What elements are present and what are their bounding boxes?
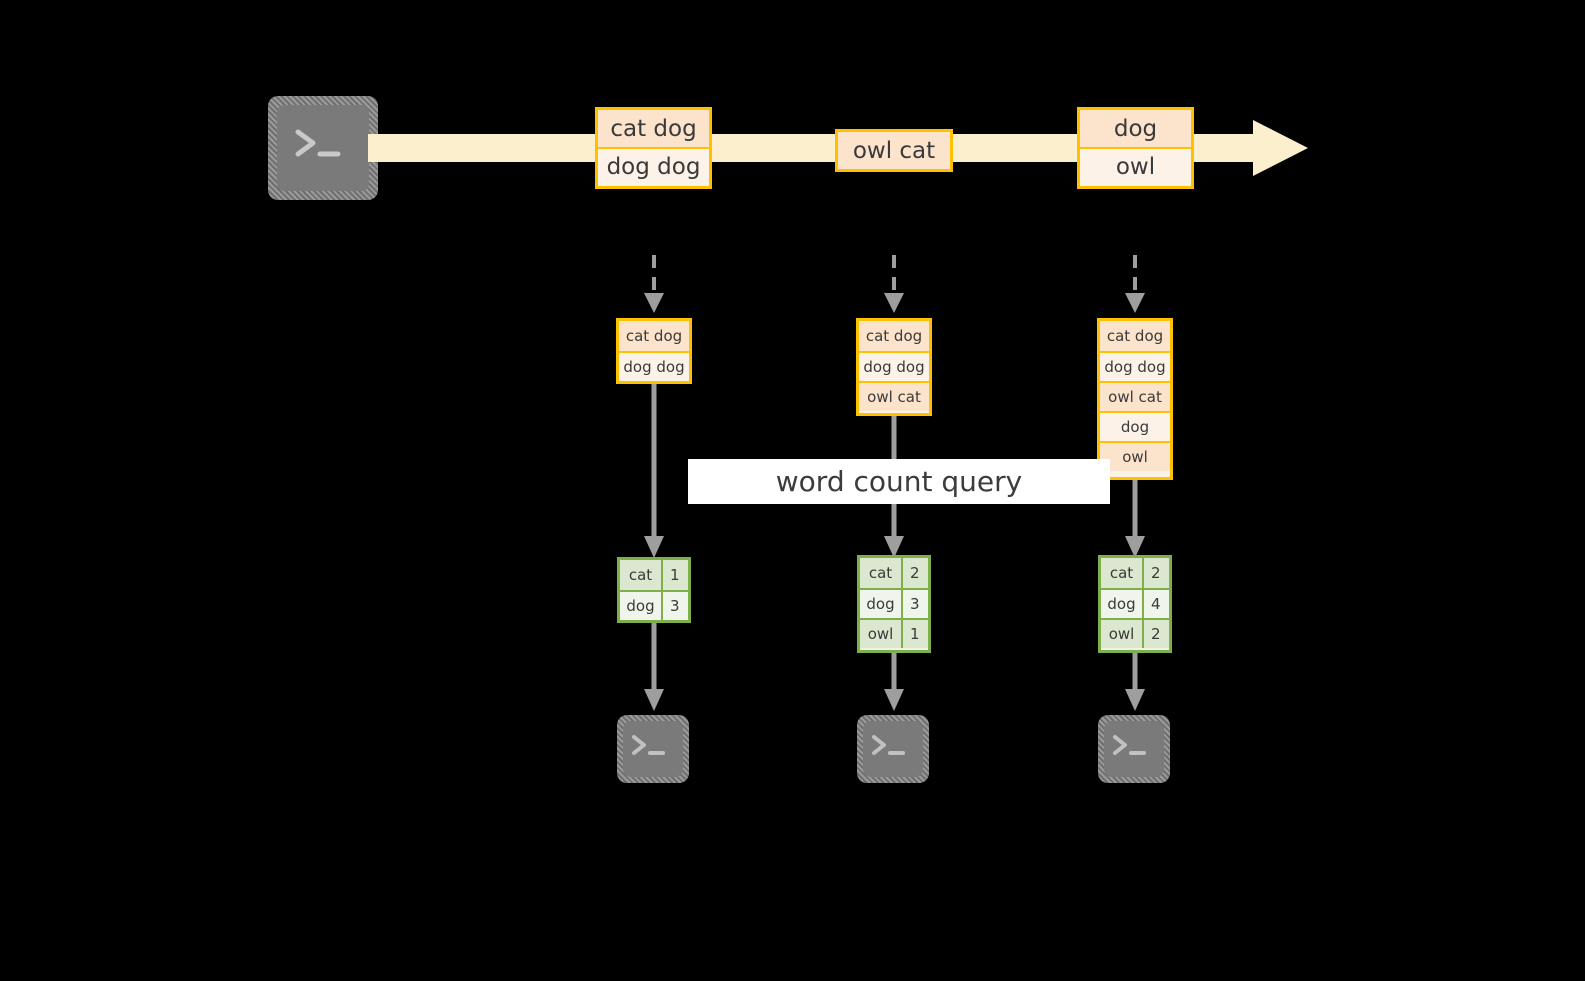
- result-count: 2: [1151, 564, 1161, 582]
- dashed-connector-2: [881, 255, 907, 317]
- snapshot-cell: dog dog: [1100, 351, 1170, 381]
- timeline-group-3: dog owl: [1077, 107, 1194, 189]
- table-row: dog 3: [620, 590, 688, 620]
- terminal-body: [863, 721, 923, 777]
- snapshot-stack-2: cat dog dog dog owl cat: [856, 318, 932, 416]
- query-connector-3: [1125, 480, 1145, 562]
- snapshot-cell: owl: [1100, 441, 1170, 471]
- result-word: owl: [860, 620, 903, 648]
- result-word: owl: [1101, 620, 1144, 648]
- snapshot-cell: cat dog: [619, 321, 689, 351]
- consumer-terminal-icon-2: [857, 715, 929, 783]
- consumer-terminal-icon-1: [617, 715, 689, 783]
- query-connector-1: [644, 384, 664, 562]
- snapshot-cell: cat dog: [1100, 321, 1170, 351]
- result-count: 3: [910, 595, 920, 613]
- terminal-body: [1104, 721, 1164, 777]
- result-count: 2: [1151, 625, 1161, 643]
- message-cell: owl cat: [838, 132, 950, 169]
- timeline-group-1: cat dog dog dog: [595, 107, 712, 189]
- output-connector-2: [884, 653, 904, 715]
- result-table-2: cat 2 dog 3 owl 1: [857, 555, 931, 653]
- terminal-body: [277, 105, 369, 191]
- table-row: cat 1: [620, 560, 688, 590]
- result-word: cat: [620, 560, 663, 590]
- table-row: cat 2: [1101, 558, 1169, 588]
- output-connector-1: [644, 623, 664, 715]
- result-word: dog: [620, 592, 663, 620]
- snapshot-cell: owl cat: [859, 381, 929, 411]
- dashed-connector-1: [641, 255, 667, 317]
- consumer-terminal-icon-3: [1098, 715, 1170, 783]
- query-label-text: word count query: [775, 465, 1023, 498]
- result-count: 4: [1151, 595, 1161, 613]
- message-cell: owl: [1080, 147, 1191, 184]
- result-count: 2: [910, 564, 920, 582]
- table-row: dog 3: [860, 588, 928, 618]
- output-connector-3: [1125, 653, 1145, 715]
- terminal-prompt-glyph: [295, 129, 341, 157]
- result-count: 1: [670, 566, 680, 584]
- result-table-1: cat 1 dog 3: [617, 557, 691, 623]
- dashed-connector-3: [1122, 255, 1148, 317]
- result-word: cat: [1101, 558, 1144, 588]
- snapshot-stack-3: cat dog dog dog owl cat dog owl: [1097, 318, 1173, 480]
- terminal-prompt-glyph: [632, 735, 665, 755]
- snapshot-cell: dog: [1100, 411, 1170, 441]
- result-word: cat: [860, 558, 903, 588]
- producer-terminal-icon: [268, 96, 378, 200]
- snapshot-cell: cat dog: [859, 321, 929, 351]
- result-table-3: cat 2 dog 4 owl 2: [1098, 555, 1172, 653]
- terminal-body: [623, 721, 683, 777]
- result-count: 3: [670, 597, 680, 615]
- message-cell: cat dog: [598, 110, 709, 147]
- snapshot-cell: dog dog: [859, 351, 929, 381]
- table-row: owl 1: [860, 618, 928, 648]
- snapshot-cell: dog dog: [619, 351, 689, 381]
- result-word: dog: [860, 590, 903, 618]
- terminal-prompt-glyph: [872, 735, 905, 755]
- snapshot-cell: owl cat: [1100, 381, 1170, 411]
- message-cell: dog: [1080, 110, 1191, 147]
- timeline-group-2: owl cat: [835, 129, 953, 172]
- result-word: dog: [1101, 590, 1144, 618]
- table-row: owl 2: [1101, 618, 1169, 648]
- message-cell: dog dog: [598, 147, 709, 184]
- result-count: 1: [910, 625, 920, 643]
- terminal-prompt-glyph: [1113, 735, 1146, 755]
- table-row: dog 4: [1101, 588, 1169, 618]
- table-row: cat 2: [860, 558, 928, 588]
- snapshot-stack-1: cat dog dog dog: [616, 318, 692, 384]
- query-label-banner: word count query: [688, 459, 1110, 504]
